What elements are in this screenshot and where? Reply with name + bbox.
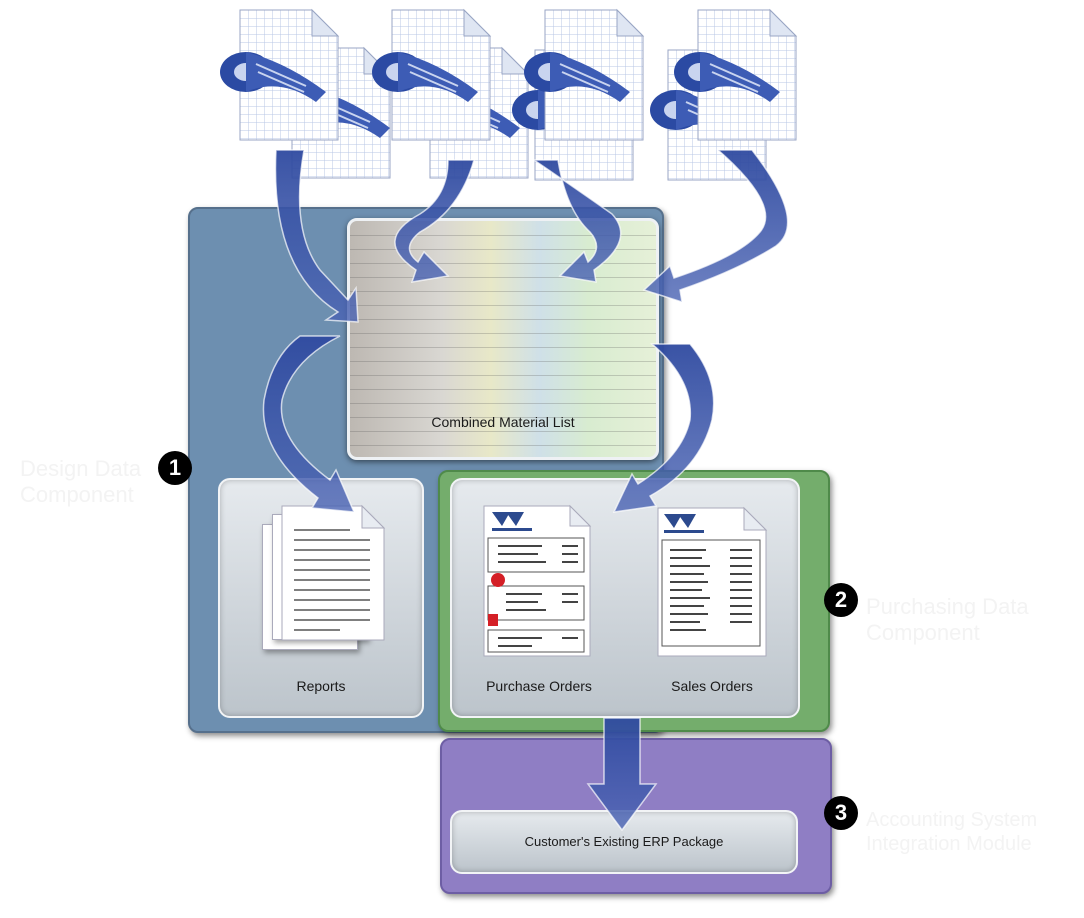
purchase-order-document-icon <box>483 504 592 657</box>
combined-material-list-label: Combined Material List <box>431 414 575 430</box>
step-1-badge: 1 <box>158 451 192 485</box>
reports-box: Reports <box>218 478 424 718</box>
arrow-file1-to-list <box>274 149 359 323</box>
reports-label: Reports <box>296 678 346 694</box>
arrow-file2-to-list <box>394 159 475 283</box>
arrow-list-to-reports <box>262 335 356 513</box>
combined-material-list: Combined Material List <box>347 218 659 460</box>
orders-box: Purchase Orders Sales Orders <box>450 478 800 718</box>
step-3-badge: 3 <box>824 796 858 830</box>
purchase-orders-label: Purchase Orders <box>486 678 592 694</box>
sales-orders-label: Sales Orders <box>671 678 753 694</box>
arrow-orders-to-erp <box>586 717 658 832</box>
sales-order-document-icon <box>657 506 768 657</box>
reports-document-icon <box>281 504 386 641</box>
arrow-file3-to-list <box>531 159 622 283</box>
arrow-list-to-sales <box>612 343 715 513</box>
files-caption-right: les <box>540 182 560 199</box>
erp-package-label: Customer's Existing ERP Package <box>524 834 724 849</box>
arrow-file4-to-list <box>642 149 789 304</box>
step-2-badge: 2 <box>824 583 858 617</box>
